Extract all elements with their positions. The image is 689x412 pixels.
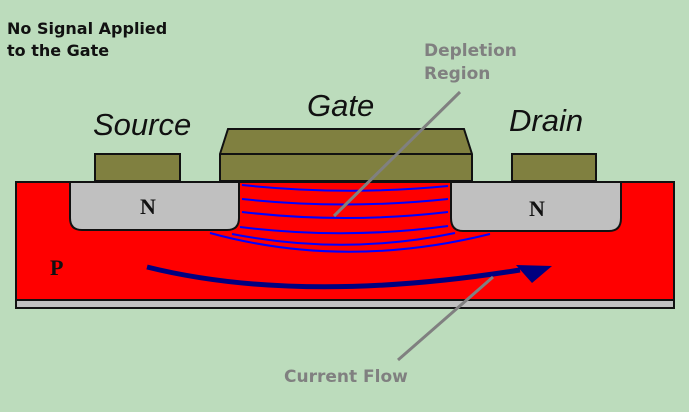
source-region-label: N (140, 194, 156, 219)
drain-n-region (450, 181, 622, 232)
drain-contact (511, 153, 597, 182)
diagram-title: No Signal Applied to the Gate (7, 19, 168, 60)
source-contact (94, 153, 181, 182)
substrate-label: P (50, 255, 63, 280)
gate-label: Gate (307, 88, 374, 123)
current-callout-line (397, 275, 494, 362)
current-flow-callout: Current Flow (284, 367, 408, 387)
source-n-region (69, 181, 240, 231)
current-flow-arrow (146, 264, 521, 290)
drain-region-label: N (529, 196, 545, 221)
depletion-callout-line (332, 90, 462, 218)
depletion-region (209, 184, 491, 253)
body-contact (15, 299, 675, 309)
depletion-callout-line2: Region (424, 64, 490, 84)
depletion-callout-line1: Depletion (424, 41, 517, 61)
drain-label: Drain (509, 103, 583, 138)
current-arrow-head (516, 265, 552, 283)
source-label: Source (93, 107, 191, 142)
